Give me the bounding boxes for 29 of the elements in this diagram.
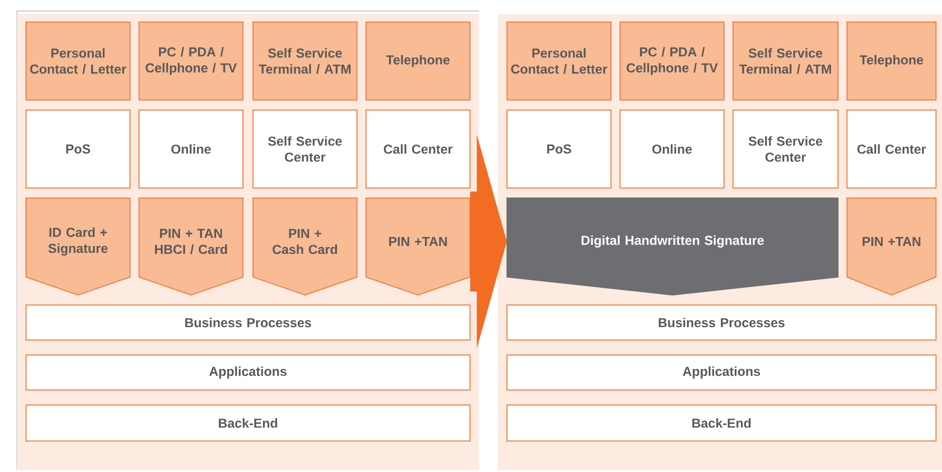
channel-box: Personal Contact / Letter [26,22,130,100]
layer-band: Applications [506,354,936,390]
channel-box: Self Service Center [252,110,358,188]
signature-pentagon: Digital Handwritten Signature [506,198,838,296]
layer-band: Business Processes [506,304,936,340]
layer-band: Back-End [506,404,936,442]
channel-box: Online [620,110,724,188]
transition-arrow [470,134,507,348]
channel-box: Online [138,110,244,188]
channel-box: Self Service Terminal / ATM [252,22,358,100]
channel-box: PoS [506,110,612,188]
channel-box: PC / PDA / Cellphone / TV [620,22,724,100]
authentication-pentagon: PIN + Cash Card [252,198,358,296]
channel-box: PoS [26,110,130,188]
channel-box: Telephone [846,22,936,100]
authentication-pentagon: PIN +TAN [366,198,470,296]
authentication-pentagon: PIN + TAN HBCI / Card [138,198,244,296]
channel-box: Self Service Terminal / ATM [732,22,838,100]
authentication-pentagon: PIN +TAN [846,198,936,296]
layer-band: Business Processes [26,304,470,340]
channel-box: PC / PDA / Cellphone / TV [138,22,244,100]
channel-box: Personal Contact / Letter [506,22,612,100]
channel-box: Self Service Center [732,110,838,188]
layer-band: Back-End [26,404,470,442]
layer-band: Applications [26,354,470,390]
authentication-pentagon: ID Card + Signature [26,198,130,296]
channel-box: Call Center [366,110,470,188]
channel-box: Telephone [366,22,470,100]
channel-box: Call Center [846,110,936,188]
